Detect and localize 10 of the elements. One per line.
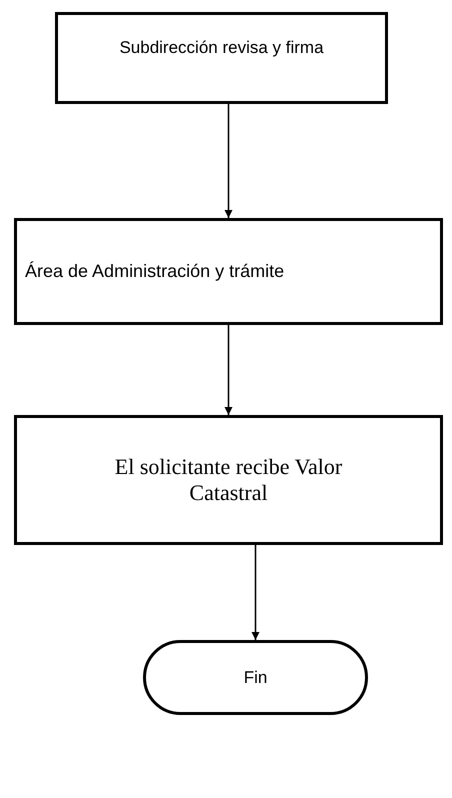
node-label: Subdirección revisa y firma: [119, 38, 324, 58]
node-label: El solicitante recibe Valor Catastral: [114, 454, 344, 506]
process-box: [55, 12, 388, 104]
node-label: Fin: [244, 668, 268, 688]
arrow: [224, 104, 232, 218]
arrow: [252, 545, 260, 640]
process-box: [14, 218, 443, 325]
process-box: [14, 415, 443, 545]
arrow: [224, 325, 232, 415]
node-label: Área de Administración y trámite: [25, 261, 284, 282]
